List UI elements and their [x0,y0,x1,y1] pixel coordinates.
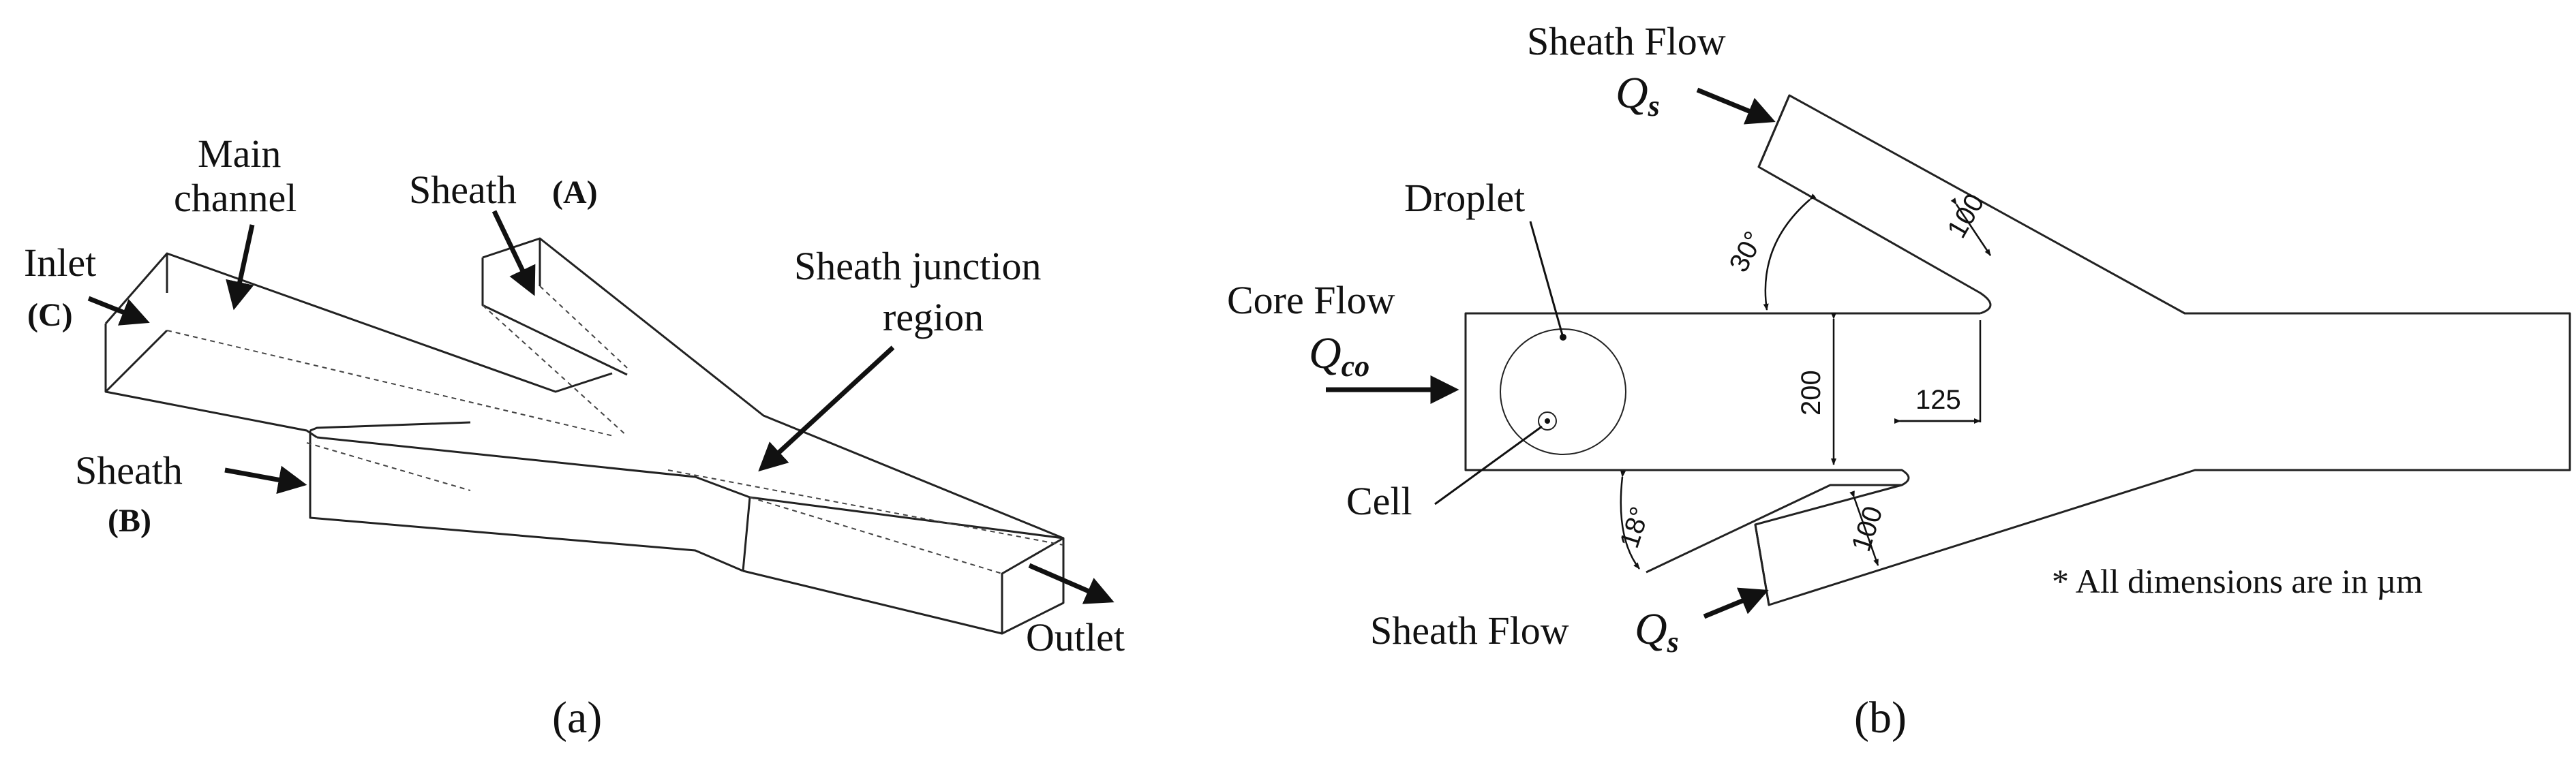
inlet-label: Inlet [24,240,96,285]
panel-b-caption: (b) [1854,693,1907,743]
dimension-lines [1620,193,1992,570]
channel-3d-body [104,237,1065,635]
cell-dot [1545,418,1550,424]
sheath-flow-bottom-arrow [1703,587,1769,619]
panel-a-caption: (a) [552,693,602,743]
core-flow-label: Core Flow [1227,278,1395,322]
outlet-arrow [1028,563,1115,604]
dim-offset: 125 [1915,385,1961,415]
qs-top-label: Qs [1616,68,1660,123]
main-channel-label-line1: Main [198,131,281,176]
cell-leader [1434,425,1543,505]
cell-label: Cell [1346,479,1412,523]
dim-angle-top: 30° [1724,227,1770,277]
qs-bottom-label: Qs [1635,604,1679,659]
dim-width-bottom: 100 [1846,503,1888,555]
cell-circle [1538,411,1557,431]
sheath-flow-top-arrow [1696,87,1776,125]
sheath-b-arrow [224,465,307,495]
sheath-b-tag: (B) [108,503,151,539]
sheath-a-tag: (A) [552,174,598,211]
sheath-flow-bottom-label: Sheath Flow [1370,608,1569,653]
dim-width-top: 100 [1941,189,1990,243]
sheath-flow-top-label: Sheath Flow [1527,19,1726,63]
droplet-leader [1529,221,1564,338]
junction-label-line1: Sheath junction [794,244,1041,288]
units-note: * All dimensions are in µm [2052,562,2423,600]
junction-arrow [758,345,895,472]
droplet-circle [1500,328,1626,455]
qco-label: Qco [1309,328,1369,383]
outlet-label: Outlet [1026,615,1125,659]
sheath-a-arrow [491,210,536,296]
sheath-b-label: Sheath [75,448,183,493]
dim-channel-height: 200 [1796,370,1826,416]
junction-label-line2: region [883,295,984,339]
panel-a: Main channel Inlet (C) Sheath (A) Sheath… [24,131,1125,743]
inlet-arrow [87,296,150,326]
main-channel-label-line2: channel [174,176,297,220]
droplet-label: Droplet [1404,176,1525,220]
main-channel-arrow [226,224,255,311]
panel-b: 200 125 100 100 30° 18° Sheath Flow Qs D… [1227,19,2571,743]
inlet-tag: (C) [27,297,73,333]
sheath-a-label: Sheath [409,168,517,212]
